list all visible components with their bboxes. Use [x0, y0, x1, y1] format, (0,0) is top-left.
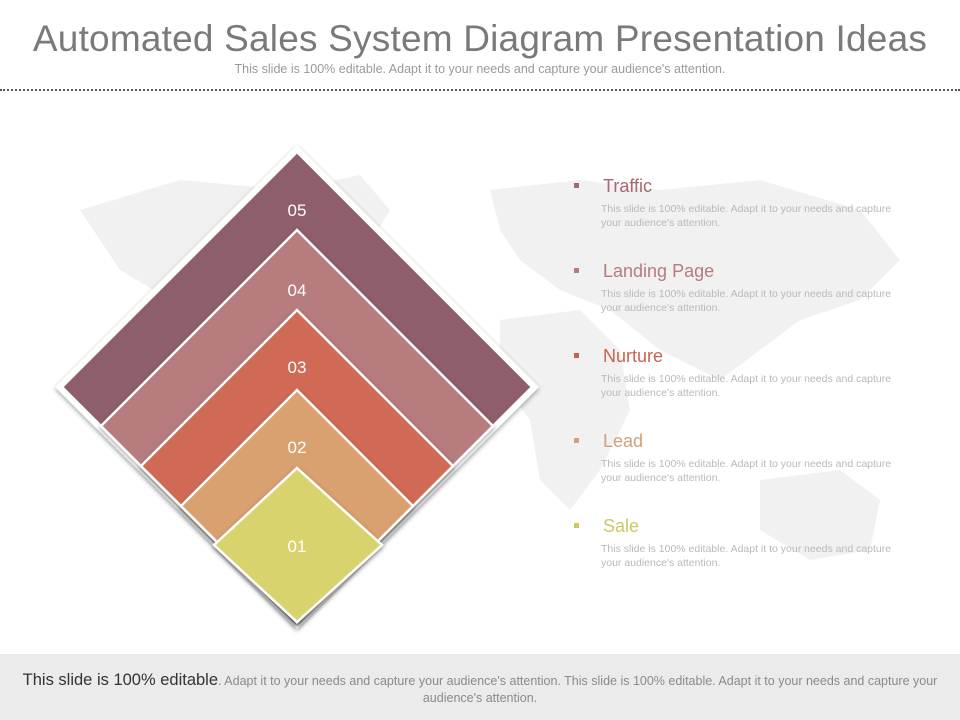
bullet-icon	[574, 353, 579, 358]
item-heading: Traffic	[603, 176, 653, 196]
item-description: This slide is 100% editable. Adapt it to…	[601, 288, 892, 314]
item-description: This slide is 100% editable. Adapt it to…	[601, 543, 892, 569]
slide-subtitle: This slide is 100% editable. Adapt it to…	[234, 62, 726, 76]
layer-label-05: 05	[288, 201, 307, 220]
layer-label-03: 03	[288, 358, 307, 377]
layer-label-01: 01	[288, 537, 307, 556]
footer-rest-text: . Adapt it to your needs and capture you…	[218, 674, 938, 705]
footer-bar: This slide is 100% editable. Adapt it to…	[0, 654, 960, 720]
dotted-divider	[0, 89, 960, 91]
slide-title: Automated Sales System Diagram Presentat…	[32, 18, 928, 59]
bullet-icon	[574, 183, 579, 188]
item-heading: Lead	[603, 431, 644, 451]
bullet-icon	[574, 268, 579, 273]
footer-text: This slide is 100% editable. Adapt it to…	[14, 672, 946, 707]
item-heading: Landing Page	[603, 261, 715, 281]
item-heading: Sale	[603, 516, 640, 536]
item-description: This slide is 100% editable. Adapt it to…	[601, 458, 892, 484]
bullet-icon	[574, 438, 579, 443]
item-description: This slide is 100% editable. Adapt it to…	[601, 373, 892, 399]
bullet-icon	[574, 523, 579, 528]
layer-01-shape	[212, 466, 384, 624]
footer-strong-text: This slide is 100% editable	[22, 671, 219, 689]
layer-label-04: 04	[288, 281, 307, 300]
layer-label-02: 02	[288, 438, 307, 457]
item-heading: Nurture	[603, 346, 664, 366]
item-description: This slide is 100% editable. Adapt it to…	[601, 203, 892, 229]
